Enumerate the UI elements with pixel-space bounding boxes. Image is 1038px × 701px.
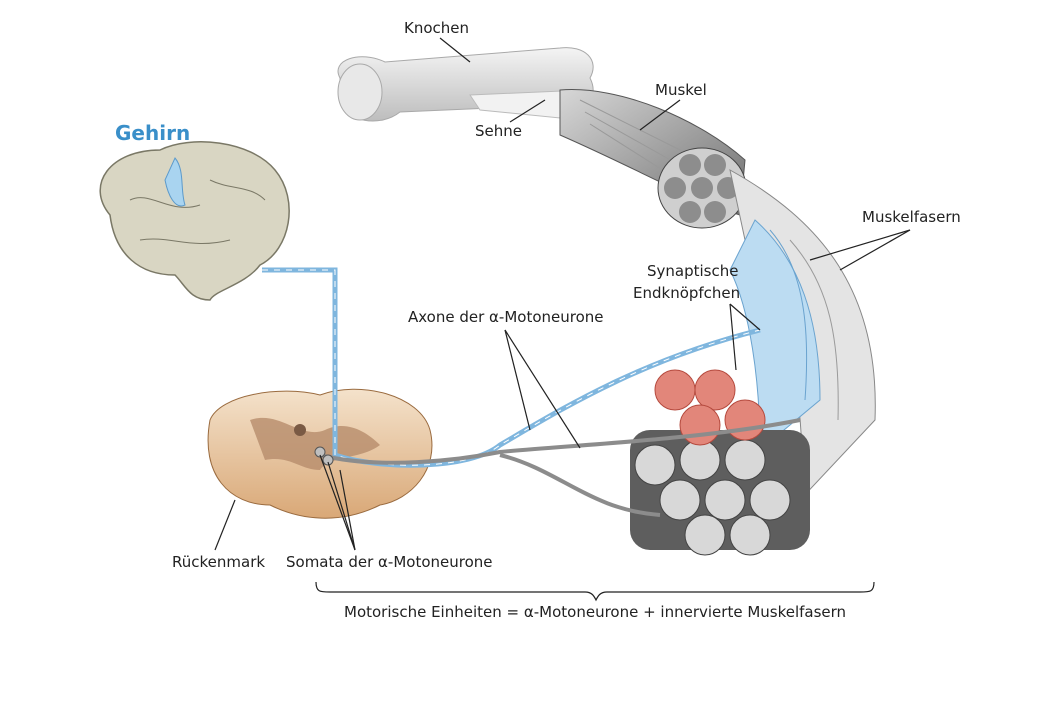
nerve-gray [314, 418, 801, 517]
label-synaptic-2: Endknöpfchen [633, 284, 740, 302]
leader-somata-1 [319, 454, 356, 551]
muscle-fiber-bundle [729, 169, 876, 502]
muscle-cross-section [657, 147, 747, 229]
leader-synaptic-2 [729, 303, 737, 371]
label-synaptic-1: Synaptische [647, 262, 738, 280]
label-bone: Knochen [404, 19, 469, 37]
leader-spinal [214, 499, 236, 551]
leader-fibers-1 [809, 229, 911, 261]
leader-bone [439, 37, 471, 63]
leader-synaptic-1 [729, 303, 761, 331]
label-spinal-cord: Rückenmark [172, 553, 265, 571]
leader-tendon [509, 99, 546, 123]
leader-axons-2 [504, 329, 581, 449]
label-muscle-fibers: Muskelfasern [862, 208, 961, 226]
leader-somata-3 [339, 469, 356, 551]
label-formula: Motorische Einheiten = α-Motoneurone + i… [344, 603, 846, 621]
label-muscle: Muskel [655, 81, 707, 99]
leader-muscle [639, 99, 681, 131]
label-tendon: Sehne [475, 122, 522, 140]
label-somata: Somata der α-Motoneurone [286, 553, 493, 571]
leader-axons-1 [504, 329, 531, 431]
label-brain: Gehirn [115, 121, 190, 145]
label-axons: Axone der α-Motoneurone [408, 308, 604, 326]
leader-somata-2 [327, 461, 356, 551]
leader-fibers-2 [839, 229, 911, 271]
brain [99, 141, 290, 301]
brace [315, 581, 875, 602]
fiber-cluster [630, 369, 810, 556]
